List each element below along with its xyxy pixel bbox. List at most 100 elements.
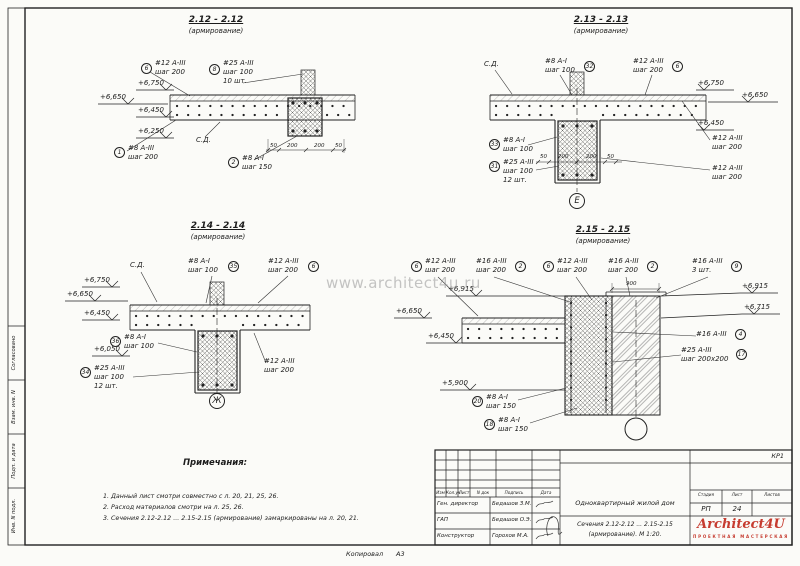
rebar-callout: #8 А-I шаг 150 xyxy=(498,416,528,434)
dimension-label: 200 xyxy=(558,154,569,160)
callout-num: 1 xyxy=(114,147,125,158)
callout-line: #12 А-III xyxy=(268,257,299,265)
callout-num: 18 xyxy=(484,419,495,430)
callout-line: шаг 150 xyxy=(498,425,528,434)
callout-num: 31 xyxy=(489,161,500,172)
callout-num: 34 xyxy=(80,367,91,378)
tb-col-list: Лист xyxy=(458,490,470,495)
rebar-callout: #16 А-III шаг 200 xyxy=(608,257,639,275)
sheet-number: 24 xyxy=(732,505,742,513)
sd-label: С.Д. xyxy=(484,60,499,68)
section-2-14-linework xyxy=(65,271,311,394)
callout-line: #12 А-III xyxy=(155,59,186,67)
rebar-callout: #8 А-I шаг 100 xyxy=(124,333,154,351)
section-title-text: 2.12 - 2.12 xyxy=(188,15,244,25)
dimension-label: 50 xyxy=(335,143,342,149)
tb-col-sign: Подпись xyxy=(504,490,524,495)
drawing-subject-line1: Сечения 2.12-2.12 ... 2.15-2.15 xyxy=(577,521,673,528)
callout-num: 8 xyxy=(209,64,220,75)
callout-line: #25 А-III xyxy=(223,59,254,67)
callout-num: 33 xyxy=(489,139,500,150)
callout-line: #25 А-III xyxy=(94,364,125,372)
signer-role: ГАП xyxy=(437,517,448,523)
callout-line: #8 А-I xyxy=(545,57,567,65)
elevation-mark: +6,450 xyxy=(698,119,724,127)
section-title-text: 2.13 - 2.13 xyxy=(573,15,629,25)
callout-num: 9 xyxy=(731,261,742,272)
dimension-label: 900 xyxy=(626,281,637,287)
rebar-callout: #8 А-I шаг 100 xyxy=(545,57,575,75)
callout-line: шаг 200 xyxy=(476,266,506,275)
callout-num: 6 xyxy=(141,63,152,74)
tb-col-koluch: Кол.уч xyxy=(446,490,461,495)
section-title-2-14: 2.14 - 2.14 (армирование) xyxy=(170,221,266,242)
signature-scribbles xyxy=(535,500,563,540)
rebar-callout: #8 А-I шаг 150 xyxy=(486,393,516,411)
callout-line: шаг 100 xyxy=(545,66,575,75)
callout-line: шаг 200 xyxy=(633,66,663,75)
callout-num: 17 xyxy=(736,349,747,360)
callout-line: шаг 200х200 xyxy=(681,355,729,364)
section-2-15-linework xyxy=(394,276,780,441)
callout-line: шаг 100 xyxy=(503,167,533,176)
footer-copied-label: Копировал xyxy=(346,550,384,558)
callout-line: #25 А-III xyxy=(503,158,534,166)
signer-name: Бедашов О.Э. xyxy=(492,517,532,523)
callout-line: шаг 200 xyxy=(712,173,742,182)
logo-subtitle: ПРОЕКТНАЯ МАСТЕРСКАЯ xyxy=(692,534,790,539)
callout-num: 36 xyxy=(110,336,121,347)
elevation-mark: +6,050 xyxy=(94,345,120,353)
elevation-mark: +6,650 xyxy=(67,290,93,298)
callout-num: 6 xyxy=(411,261,422,272)
sheet-label: Лист xyxy=(731,492,743,497)
elevation-mark: +6,650 xyxy=(100,93,126,101)
side-label-replace-inv: Взам. инв. N xyxy=(11,390,17,424)
rebar-callout: #12 А-III шаг 200 xyxy=(712,164,743,182)
rebar-callout: #8 А-I шаг 100 xyxy=(188,257,218,275)
elevation-mark: +6,650 xyxy=(742,91,768,99)
section-title-2-12: 2.12 - 2.12 (армирование) xyxy=(168,15,264,36)
callout-line: #16 А-III xyxy=(696,330,727,338)
axis-bubble: Е xyxy=(569,193,585,209)
elevation-mark: +6,715 xyxy=(744,303,770,311)
section-subtitle-text: (армирование) xyxy=(190,232,246,241)
callout-line: шаг 200 xyxy=(264,366,294,375)
callout-line: шаг 200 xyxy=(608,266,638,275)
callout-line: #12 А-III xyxy=(425,257,456,265)
rebar-callout: #12 А-III шаг 200 xyxy=(155,59,186,77)
note-item: 2. Расход материалов смотри на л. 25, 26… xyxy=(103,504,244,511)
callout-num: 6 xyxy=(672,61,683,72)
watermark: www.architect4u.ru xyxy=(326,274,481,292)
elevation-mark: +6,450 xyxy=(138,106,164,114)
callout-line: #12 А-III xyxy=(712,134,743,142)
drawing-subject-line2: (армирование). М 1:20. xyxy=(588,531,662,538)
note-item: 1. Данный лист смотри совместно с л. 20,… xyxy=(103,493,279,500)
callout-num: 20 xyxy=(472,396,483,407)
callout-line: шаг 100 xyxy=(503,145,533,154)
logo: Architect4U xyxy=(697,517,785,532)
rebar-callout: #12 А-III шаг 200 xyxy=(264,357,295,375)
side-label-sign-date: Подп. и дата xyxy=(11,443,17,479)
callout-line: #8 А-I xyxy=(242,154,264,162)
callout-line: #8 А-I xyxy=(188,257,210,265)
stage-label: Стадия xyxy=(697,492,715,497)
callout-num: 2 xyxy=(647,261,658,272)
callout-line: 10 шт. xyxy=(223,77,247,86)
callout-line: шаг 150 xyxy=(242,163,272,172)
axis-bubble-empty xyxy=(624,417,648,441)
callout-line: 3 шт. xyxy=(692,266,712,275)
elevation-mark: +6,650 xyxy=(396,307,422,315)
dimension-label: 200 xyxy=(287,143,298,149)
rebar-callout: #8 А-I шаг 100 xyxy=(503,136,533,154)
tb-col-date: Дата xyxy=(540,490,552,495)
callout-line: шаг 200 xyxy=(128,153,158,162)
callout-line: шаг 200 xyxy=(712,143,742,152)
section-title-2-13: 2.13 - 2.13 (армирование) xyxy=(553,15,649,36)
sheet-frame xyxy=(7,7,793,546)
rebar-callout: #8 А-I шаг 150 xyxy=(242,154,272,172)
elevation-mark: +5,900 xyxy=(442,379,468,387)
callout-line: #8 А-I xyxy=(503,136,525,144)
signer-name: Горохов М.А. xyxy=(492,533,529,539)
section-subtitle-text: (армирование) xyxy=(188,26,244,35)
